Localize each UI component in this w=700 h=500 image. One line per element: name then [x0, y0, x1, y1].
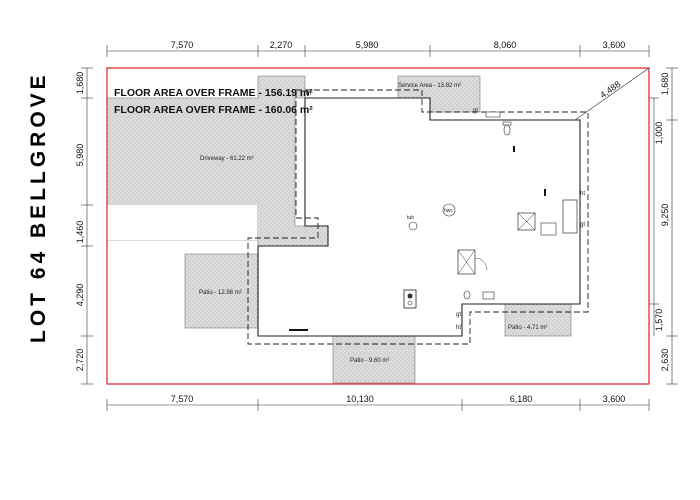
floor-area-line-1: FLOOR AREA OVER FRAME - 156.19 m² — [114, 87, 313, 99]
dims-bottom: 7,570 10,130 6,180 3,600 — [106, 394, 650, 411]
dims-right-inner: 1,000 1,570 — [649, 97, 664, 336]
dims-right-outer: 1,680 9,250 2,630 — [660, 67, 678, 385]
dims-left: 1,680 5,980 1,460 4,290 2,720 — [75, 67, 93, 385]
cooktop-icon — [403, 289, 417, 309]
patio-left-label: Patio - 12.98 m² — [199, 290, 242, 296]
lot-title: LOT 64 BELLGROVE — [27, 71, 50, 343]
dim-right-1: 1,680 — [660, 73, 670, 96]
dim-left-5: 2,720 — [75, 349, 85, 372]
toilet-cistern — [502, 121, 512, 126]
ht-label-2: ht — [580, 191, 585, 197]
dim-bottom-4: 3,600 — [603, 394, 626, 404]
driveway-white-cut — [107, 205, 257, 240]
house-frame — [257, 97, 581, 337]
dims-top: 7,570 2,270 5,980 8,060 3,600 — [106, 40, 650, 57]
patio-right-zone — [504, 303, 572, 337]
dim-right-3: 2,630 — [660, 349, 670, 372]
dim-left-4: 4,290 — [75, 284, 85, 307]
gt-label-3: gt — [456, 312, 461, 318]
dim-top-1: 7,570 — [171, 40, 194, 50]
shower-icon — [517, 212, 536, 231]
cooktop-burner — [407, 293, 413, 299]
patio-bottom-zone — [332, 334, 416, 384]
hwc-label: hwc — [444, 208, 453, 214]
dim-right-inner-2: 1,570 — [654, 309, 664, 332]
shower-cross-2 — [517, 212, 536, 231]
patio-right-label: Patio - 4.71 m² — [508, 325, 547, 331]
ht-label-1: ht — [306, 91, 311, 97]
ht-label-3: ht — [456, 325, 461, 331]
toilet-icon-2 — [463, 290, 471, 300]
laundry-box — [457, 249, 476, 275]
dim-right-2: 9,250 — [660, 204, 670, 227]
dim-bottom-1: 7,570 — [171, 394, 194, 404]
gt-label-1: gt — [473, 108, 478, 114]
dim-bottom-3: 6,180 — [510, 394, 533, 404]
tub-icon — [408, 221, 418, 231]
window-mark — [485, 111, 501, 118]
house-frame-dashed — [247, 89, 589, 345]
vanity-icon — [540, 222, 557, 236]
dim-diagonal: 4,488 — [598, 79, 622, 100]
door-swing — [474, 257, 488, 271]
dim-left-1: 1,680 — [75, 72, 85, 95]
cooktop-burner-2 — [407, 300, 413, 306]
bath-icon — [562, 199, 578, 234]
dim-left-3: 1,460 — [75, 221, 85, 244]
service-area-label: Service Area - 13.82 m² — [398, 83, 461, 89]
dim-top-2: 2,270 — [270, 40, 293, 50]
lot-boundary — [106, 67, 650, 385]
dim-bottom-2: 10,130 — [346, 394, 374, 404]
floor-area-line-2: FLOOR AREA OVER FRAME - 160.06 m² — [114, 104, 313, 116]
dim-top-3: 5,980 — [356, 40, 379, 50]
tub-label: tub — [407, 215, 414, 221]
driveway-zone — [106, 75, 329, 247]
patio-left-zone — [184, 253, 259, 329]
laundry-cross-2 — [457, 249, 476, 275]
hwc-icon — [442, 203, 456, 217]
dim-top-5: 3,600 — [603, 40, 626, 50]
dim-right-inner-1: 1,000 — [654, 122, 664, 145]
dim-left-2: 5,980 — [75, 144, 85, 167]
driveway-label: Driveway - 61.22 m² — [200, 156, 254, 162]
dim-top-4: 8,060 — [494, 40, 517, 50]
diagonal-dim-line — [574, 67, 650, 121]
patio-bottom-label: Patio - 9.60 m² — [350, 358, 389, 364]
basin-icon — [482, 291, 495, 300]
gt-label-2: gt — [580, 222, 585, 228]
